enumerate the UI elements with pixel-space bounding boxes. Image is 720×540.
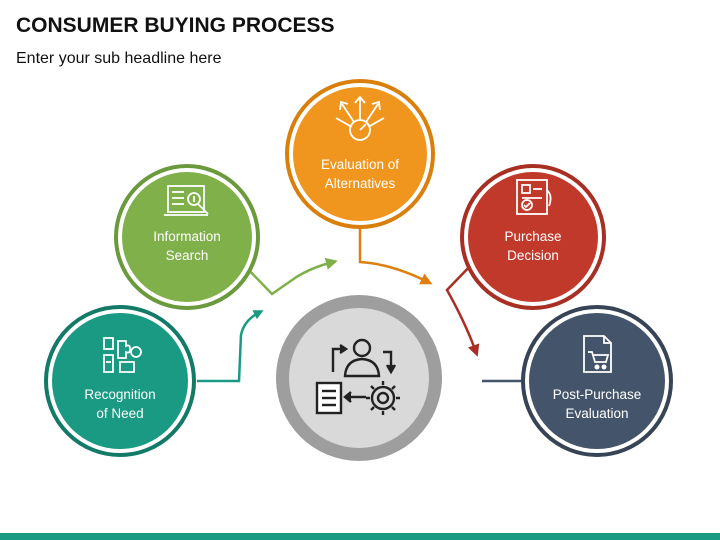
step-purchase-line1: Purchase — [504, 229, 561, 244]
bottom-accent-bar — [0, 533, 720, 540]
connector-evaluation-to-decision — [358, 224, 433, 285]
step-information-line1: Information — [153, 229, 221, 244]
step-post-purchase-line2: Evaluation — [565, 406, 628, 421]
step-post-purchase-line1: Post-Purchase — [553, 387, 642, 402]
step-post-purchase-evaluation: Post-Purchase Evaluation — [521, 305, 673, 457]
step-purchase-line2: Decision — [507, 248, 559, 263]
connector-search-to-evaluation — [242, 257, 338, 296]
purchase-decision-icon — [516, 179, 552, 215]
step-recognition-of-need: Recognition of Need — [44, 305, 196, 457]
shopping-cart-document-icon — [583, 335, 612, 373]
needs-puzzle-icon — [103, 337, 142, 373]
step-recognition-line1: Recognition — [84, 387, 155, 402]
information-search-icon — [164, 185, 209, 216]
connector-decision-to-post — [445, 261, 480, 357]
consumer-process-gear-icon — [315, 338, 400, 415]
page-title: CONSUMER BUYING PROCESS — [16, 14, 335, 37]
evaluation-compass-icon — [335, 95, 385, 141]
step-recognition-line2: of Need — [96, 406, 143, 421]
connector-need-to-search — [197, 310, 264, 383]
page-subtitle: Enter your sub headline here — [16, 50, 222, 67]
center-circle — [276, 295, 442, 461]
step-evaluation-line2: Alternatives — [325, 176, 396, 191]
step-information-search: Information Search — [114, 164, 260, 310]
step-information-line2: Search — [166, 248, 209, 263]
step-purchase-decision: Purchase Decision — [460, 164, 606, 310]
step-evaluation-line1: Evaluation of — [321, 157, 399, 172]
step-evaluation-of-alternatives: Evaluation of Alternatives — [285, 79, 435, 229]
